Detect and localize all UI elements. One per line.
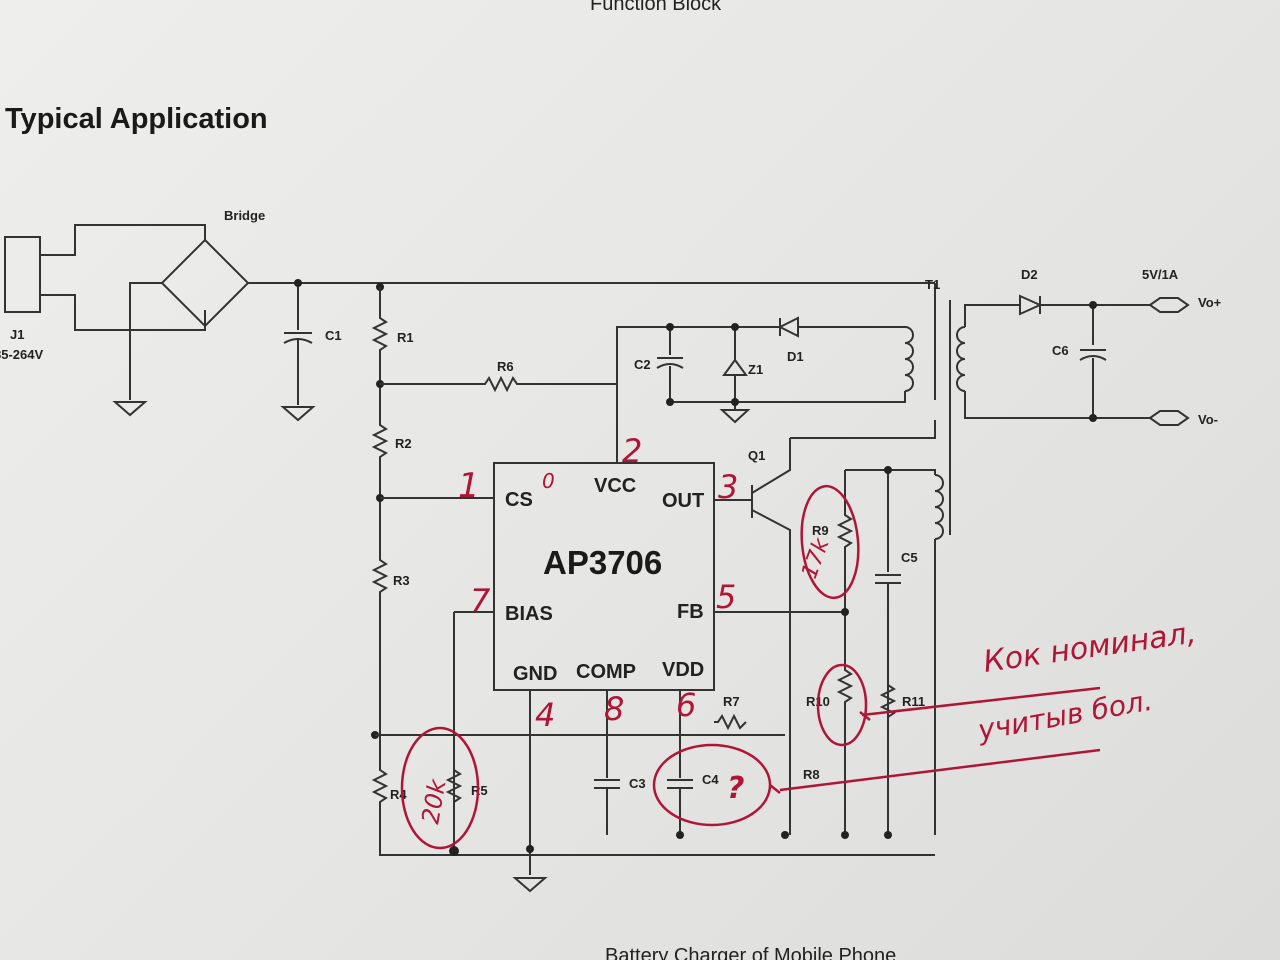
- hw-pin-3: 3: [718, 468, 738, 506]
- label-r11: R11: [902, 694, 925, 709]
- page-title: Typical Application: [5, 103, 268, 135]
- hw-pin-1: 1: [458, 466, 480, 506]
- output-terminals: [1148, 297, 1190, 426]
- hw-pin-8: 8: [604, 690, 624, 728]
- label-r4: R4: [390, 787, 407, 802]
- pin-bias: BIAS: [505, 603, 553, 625]
- label-r7: R7: [723, 694, 740, 709]
- hw-pin-5: 5: [716, 578, 736, 616]
- label-d1: D1: [787, 349, 804, 364]
- label-r3: R3: [393, 573, 410, 588]
- label-r8: R8: [803, 767, 820, 782]
- pin-out: OUT: [662, 490, 704, 512]
- label-q1: Q1: [748, 448, 765, 463]
- input-connector: [4, 224, 206, 331]
- pin-vcc: VCC: [594, 475, 636, 497]
- label-c3: C3: [629, 776, 646, 791]
- label-r2: R2: [395, 436, 412, 451]
- hw-c4-note: ?: [727, 771, 744, 806]
- label-z1: Z1: [748, 362, 763, 377]
- label-c5: C5: [901, 550, 918, 565]
- footer-fragment: Battery Charger of Mobile Phone: [605, 945, 896, 960]
- label-output-rating: 5V/1A: [1142, 267, 1179, 282]
- header-fragment: Function Block: [590, 0, 722, 15]
- hw-r5-note: 20k: [416, 776, 451, 826]
- pin-cs: CS: [505, 489, 533, 511]
- ground-icon: [112, 401, 148, 417]
- hw-pin-4: 4: [535, 696, 555, 734]
- transformer-t1: [845, 283, 1150, 835]
- ic-name: AP3706: [543, 544, 662, 581]
- label-d2: D2: [1021, 267, 1038, 282]
- pin-comp: COMP: [576, 661, 636, 683]
- pin-vdd: VDD: [662, 659, 704, 681]
- ground-icon: [280, 406, 316, 422]
- label-bridge: Bridge: [224, 208, 265, 223]
- label-c1: C1: [325, 328, 342, 343]
- pin-fb: FB: [677, 601, 704, 623]
- label-r9: R9: [812, 523, 829, 538]
- hw-pin-2: 2: [622, 432, 642, 470]
- label-input-voltage: 85-264V: [0, 347, 43, 362]
- label-t1: T1: [925, 277, 940, 292]
- hw-note-line2: учитыв бол.: [975, 684, 1155, 747]
- hw-mark-0: 0: [542, 469, 555, 493]
- label-c4: C4: [702, 772, 719, 787]
- hw-pin-6: 6: [676, 686, 696, 724]
- label-vo-plus: Vo+: [1198, 295, 1222, 310]
- label-r1: R1: [397, 330, 414, 345]
- hw-pin-7: 7: [470, 582, 491, 620]
- bridge-rectifier: [112, 238, 935, 417]
- label-c2: C2: [634, 357, 651, 372]
- label-vo-minus: Vo-: [1198, 412, 1218, 427]
- ic-ap3706: [493, 462, 715, 691]
- label-c6: C6: [1052, 343, 1069, 358]
- hw-note-line1: Кок номинал,: [981, 615, 1198, 679]
- label-r5: R5: [471, 783, 488, 798]
- pin-gnd: GND: [513, 663, 557, 685]
- label-j1: J1: [10, 327, 24, 342]
- label-r6: R6: [497, 359, 514, 374]
